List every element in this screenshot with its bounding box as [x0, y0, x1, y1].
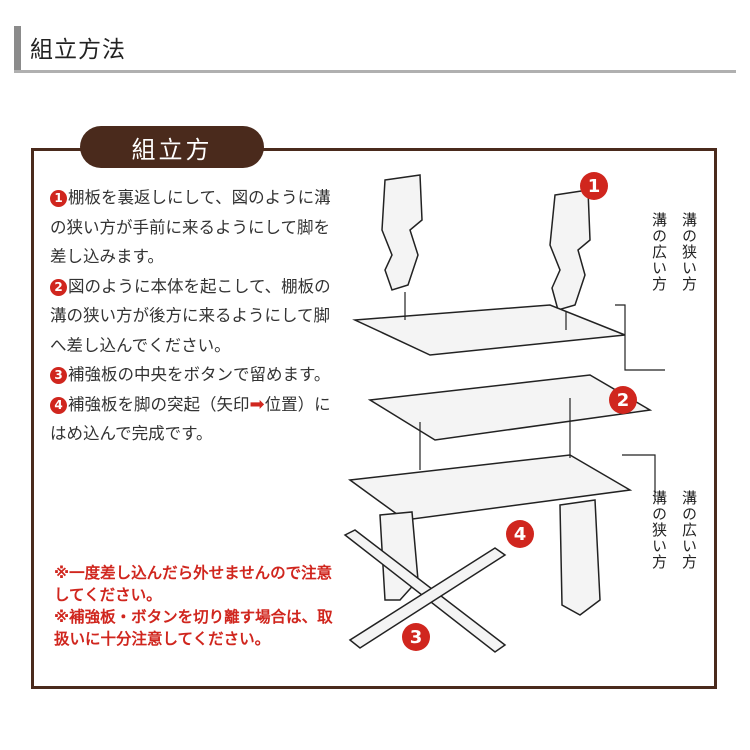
assembly-illustration [343, 174, 665, 653]
step-text-4-before: 補強板を脚の突起（矢印 [68, 394, 250, 414]
step-text-1: 棚板を裏返しにして、図のように溝の狭い方が手前に来るようにして脚を差し込みます。 [50, 188, 331, 266]
step-text-4-after: 位置）にはめ込んで完成です。 [50, 394, 331, 444]
label-wide-bottom: 溝の広い方 [680, 490, 698, 570]
marker-1: 1 [580, 172, 608, 200]
step-number-2: 2 [50, 278, 67, 296]
warnings: ※一度差し込んだら外せませんので注意してください。 ※補強板・ボタンを切り離す場… [54, 562, 334, 650]
step-text-2: 図のように本体を起こして、棚板の溝の狭い方が後方に来るようにして脚へ差し込んでく… [50, 276, 331, 355]
shelf-board-3 [347, 454, 633, 521]
leg-right-bottom [559, 499, 601, 616]
brace-2 [348, 547, 507, 649]
label-narrow-top: 溝の狭い方 [680, 212, 698, 292]
shelf-board-1 [352, 304, 626, 356]
warning-2: ※補強板・ボタンを切り離す場合は、取扱いに十分注意してください。 [54, 608, 333, 648]
instructions-panel [31, 148, 717, 689]
right-arrow-icon: ➡ [249, 393, 265, 415]
page-header: 組立方法 [14, 26, 736, 74]
header-accent-bar [14, 26, 21, 70]
step-number-3: 3 [50, 367, 67, 385]
shelf-board-2 [367, 374, 653, 441]
step-text-3: 補強板の中央をボタンで留めます。 [68, 365, 331, 384]
assembly-diagram: 1 2 4 3 溝の狭い方 溝の広い方 溝の広い方 溝の狭い方 [330, 160, 710, 685]
step-number-4: 4 [50, 396, 67, 414]
brace-1 [343, 529, 507, 653]
label-narrow-bottom: 溝の狭い方 [650, 490, 668, 570]
label-wide-top: 溝の広い方 [650, 212, 668, 292]
page-title: 組立方法 [30, 37, 126, 63]
panel-badge: 組立方 [80, 126, 264, 168]
warning-1: ※一度差し込んだら外せませんので注意してください。 [54, 564, 333, 604]
marker-3: 3 [402, 623, 430, 651]
marker-2: 2 [609, 386, 637, 414]
leg-left-top [381, 174, 423, 291]
step-number-1: 1 [50, 190, 67, 208]
leg-right-top [549, 189, 591, 311]
header-divider [14, 70, 736, 73]
marker-4: 4 [506, 520, 534, 548]
